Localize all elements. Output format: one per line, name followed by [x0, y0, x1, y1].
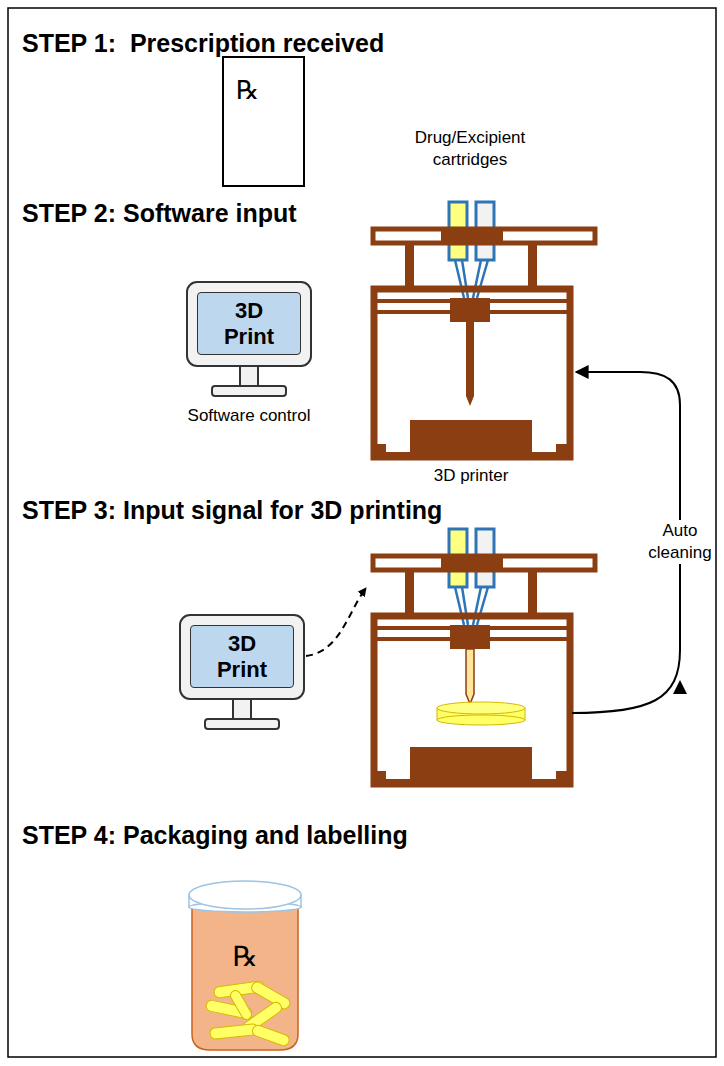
printer-two-part [466, 649, 474, 704]
printer-two-part [372, 529, 595, 787]
pill-bottle-part-part [229, 989, 254, 1022]
screen-text: 3D Print [217, 631, 267, 682]
step-heading: STEP 4: Packaging and labelling [22, 820, 408, 850]
printer-one-part [466, 322, 474, 406]
outer-border [8, 8, 716, 1057]
part-label: 3D printer [434, 465, 509, 487]
printer-one [372, 202, 595, 460]
prescription-paper: ℞ [222, 56, 305, 187]
monitor-two-part [205, 719, 279, 729]
auto-cleaning-arrow-part [673, 680, 687, 694]
step-heading: STEP 3: Input signal for 3D printing [22, 495, 442, 525]
pill-bottle-part [189, 881, 301, 909]
part-label: Software control [188, 405, 311, 427]
pill-bottle-part-part [210, 1024, 259, 1040]
printer-two [372, 529, 595, 787]
step-heading: STEP 1: Prescription received [22, 28, 384, 58]
part-label: Drug/Excipient cartridges [400, 127, 540, 171]
monitor-screen: 3D Print [197, 292, 301, 355]
step-heading: STEP 2: Software input [22, 198, 297, 228]
rx-symbol: ℞ [232, 941, 257, 973]
monitor-one-part [212, 386, 286, 396]
monitor-two-part [233, 699, 251, 719]
monitor-one-part [187, 282, 311, 366]
pill-bottle-part [205, 980, 291, 1047]
pill-bottle [189, 881, 301, 1050]
monitor-two-part [180, 615, 304, 699]
bottle-label: ℞ [205, 935, 285, 979]
monitor-two [180, 615, 304, 729]
printer-two-part [437, 702, 525, 714]
screen-text: 3D Print [224, 298, 274, 349]
pill-bottle-part-part [251, 1024, 290, 1047]
printer-two-part [437, 715, 525, 725]
signal-arrow [306, 588, 366, 656]
monitor-one [187, 282, 311, 396]
arrow-label: Auto cleaning [647, 520, 713, 564]
monitor-one-part [240, 366, 258, 386]
pill-bottle-part [192, 905, 298, 1050]
monitor-screen: 3D Print [190, 625, 294, 688]
rx-symbol: ℞ [236, 76, 259, 106]
printer-one-part [372, 202, 595, 460]
